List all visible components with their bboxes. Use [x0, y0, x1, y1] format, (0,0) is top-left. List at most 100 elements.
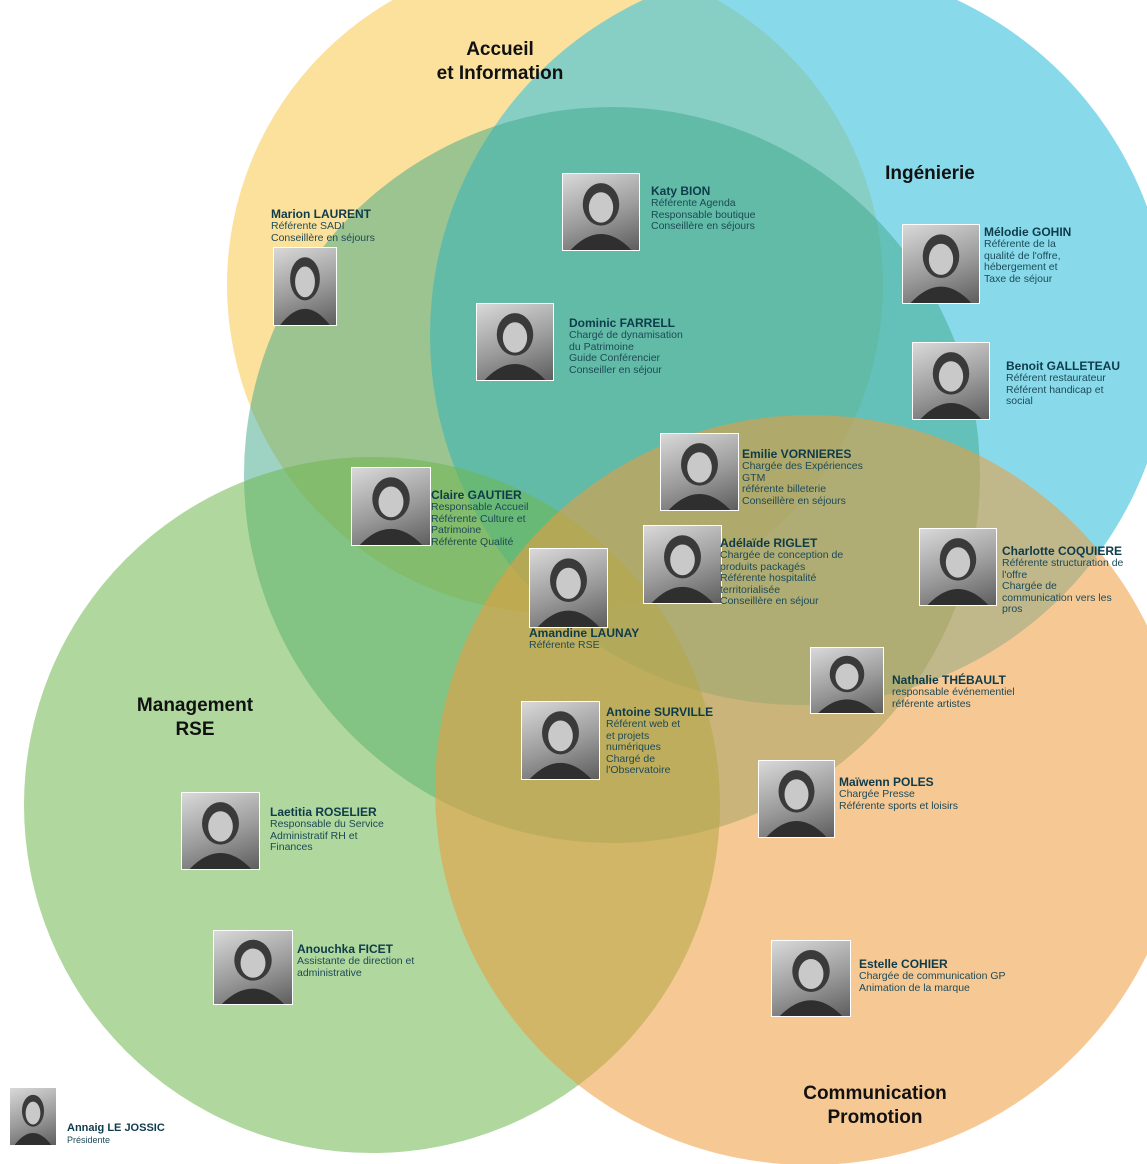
portrait-photo: [643, 525, 722, 604]
person-role: l'Observatoire: [606, 764, 671, 776]
portrait-photo: [181, 792, 260, 870]
portrait-photo: [912, 342, 990, 420]
person-name: Emilie VORNIERES: [742, 447, 852, 461]
person-role: Conseillère en séjours: [271, 231, 375, 244]
area-title-management-line1: Management: [136, 695, 254, 716]
portrait-photo: [771, 940, 851, 1017]
person-role: Taxe de séjour: [984, 272, 1053, 285]
person-role: Conseillère en séjours: [651, 220, 755, 232]
person-role: pros: [1002, 603, 1023, 615]
person-role: social: [1006, 395, 1033, 407]
person-name: Benoit GALLETEAU: [1006, 359, 1120, 373]
portrait-photo: [919, 528, 997, 606]
portrait-photo: [810, 647, 884, 714]
person-role: Référente Agenda: [651, 197, 736, 209]
person-role: du Patrimoine: [569, 340, 634, 353]
person-role: produits packagés: [720, 560, 806, 573]
area-title-accueil-line2: et Information: [436, 63, 564, 84]
person-role: territorialisée: [720, 583, 781, 596]
person-role: Référent handicap et: [1006, 383, 1104, 396]
area-title-accueil: Accueil et Information: [400, 38, 600, 86]
person-name: Annaig LE JOSSIC: [67, 1122, 165, 1134]
portrait-photo: [529, 548, 608, 628]
portrait-photo: [351, 467, 431, 546]
person-role: Référente SADI: [271, 220, 345, 232]
person-name: Katy BION: [651, 184, 711, 198]
person-role: Animation de la marque: [859, 981, 970, 994]
person-name: Dominic FARRELL: [569, 316, 676, 330]
person-name: Claire GAUTIER: [431, 488, 522, 502]
person-role: responsable événementiel: [892, 686, 1015, 698]
person-name: Laetitia ROSELIER: [270, 805, 377, 819]
person-role: référente billeterie: [742, 483, 827, 495]
person-role: Référente structuration de: [1002, 557, 1124, 569]
person-role: Administratif RH et: [270, 829, 358, 842]
person-role: Responsable Accueil: [431, 501, 529, 513]
area-title-accueil-line1: Accueil: [466, 39, 534, 60]
person-name: Charlotte COQUIERE: [1002, 544, 1123, 558]
person-role: Chargé de dynamisation: [569, 329, 683, 341]
person-role: Chargée de communication GP: [859, 970, 1006, 982]
person-role: Guide Conférencier: [569, 352, 661, 364]
person-role: Patrimoine: [431, 524, 482, 536]
person-name: Adélaïde RIGLET: [720, 536, 818, 550]
person-role: Référent web et: [606, 718, 681, 730]
person-role: Présidente: [67, 1135, 111, 1145]
person-name: Amandine LAUNAY: [529, 626, 640, 640]
person-role: communication vers les: [1002, 591, 1112, 604]
person-role: Assistante de direction et: [297, 955, 415, 967]
person-role: Conseiller en séjour: [569, 363, 662, 376]
person-role: et projets: [606, 729, 650, 742]
person-name: Anouchka FICET: [297, 942, 394, 956]
person-name: Antoine SURVILLE: [606, 705, 714, 719]
person-role: Référente Qualité: [431, 535, 514, 548]
person-role: administrative: [297, 966, 362, 979]
area-title-communication: Communication Promotion: [770, 1082, 980, 1130]
portrait-photo: [273, 247, 337, 326]
person-role: Chargée de conception de: [720, 549, 844, 561]
person-role: Référente hospitalité: [720, 572, 817, 584]
person-name: Mélodie GOHIN: [984, 225, 1072, 239]
person-role: hébergement et: [984, 261, 1058, 273]
person-role: l'offre: [1002, 568, 1028, 581]
person-role: GTM: [742, 471, 766, 484]
area-title-ingenierie-line1: Ingénierie: [885, 163, 975, 184]
area-title-communication-line1: Communication: [803, 1083, 947, 1104]
person-name: Estelle COHIER: [859, 957, 948, 971]
area-title-communication-line2: Promotion: [827, 1107, 923, 1128]
person-name: Marion LAURENT: [271, 207, 371, 221]
person-role: Finances: [270, 841, 313, 853]
person-role: Référent restaurateur: [1006, 372, 1106, 384]
person-role: Chargée des Expériences: [742, 460, 863, 472]
person-role: qualité de l'offre,: [984, 249, 1061, 262]
person-name: Maïwenn POLES: [839, 775, 934, 789]
person-name: Nathalie THÉBAULT: [892, 673, 1006, 687]
area-title-management: Management RSE: [100, 694, 290, 742]
person-role: Responsable du Service: [270, 818, 384, 830]
person-role: Chargée de: [1002, 580, 1057, 592]
portrait-photo: [476, 303, 554, 381]
portrait-photo: [902, 224, 980, 304]
person-role: Référente Culture et: [431, 512, 526, 525]
person-role: Référente RSE: [529, 639, 600, 651]
portrait-photo: [758, 760, 835, 838]
person-role: Chargée Presse: [839, 788, 915, 800]
area-title-management-line2: RSE: [175, 719, 215, 740]
person-role: Conseillère en séjour: [720, 595, 819, 607]
